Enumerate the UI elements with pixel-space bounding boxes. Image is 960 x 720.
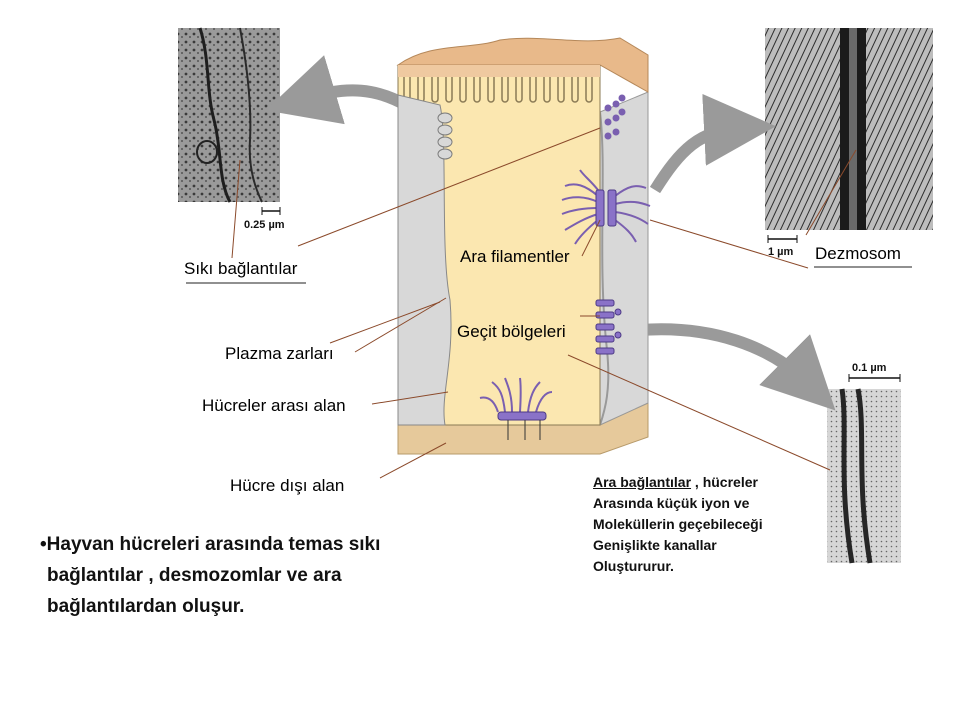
gap-note-line3: Moleküllerin geçebileceği <box>593 516 763 532</box>
tight-scale-label: 0.25 µm <box>244 219 285 231</box>
gap-scale-label: 0.1 µm <box>852 362 887 374</box>
gap-note-line1: , hücreler <box>691 474 758 490</box>
desmosome-structure <box>561 169 651 245</box>
label-intercellular-space: Hücreler arası alan <box>202 396 346 415</box>
summary-line2: bağlantılar , desmozomlar ve ara <box>47 565 342 586</box>
gap-note-term: Ara bağlantılar <box>593 474 692 490</box>
gap-arrow <box>639 323 836 411</box>
label-tight-junctions: Sıkı bağlantılar <box>184 259 298 278</box>
gap-note-line5: Oluştururur. <box>593 558 674 574</box>
tight-scale-bar <box>261 207 281 215</box>
gap-junction-note: Ara bağlantılar , hücreler Arasında küçü… <box>593 472 763 577</box>
summary-bullet: •Hayvan hücreleri arasında temas sıkı ba… <box>40 529 380 622</box>
desmosome-scale-bar <box>767 235 798 243</box>
tight-junction-proteins <box>604 94 626 140</box>
hemidesmosome <box>479 377 553 440</box>
gap-note-line2: Arasında küçük iyon ve <box>593 495 750 511</box>
label-gap-regions: Geçit bölgeleri <box>457 322 566 341</box>
summary-line3: bağlantılardan oluşur. <box>47 596 245 617</box>
gap-junction-micrograph <box>827 388 901 564</box>
microvilli <box>403 77 593 103</box>
tight-junction-micrograph <box>178 27 280 203</box>
label-intermediate-filaments: Ara filamentler <box>460 247 570 266</box>
gap-scale-bar <box>848 374 901 382</box>
desmosome-arrow <box>649 93 776 194</box>
tight-junction-beads <box>437 112 453 160</box>
label-extracellular-space: Hücre dışı alan <box>230 476 345 495</box>
neighbor-cell <box>599 91 649 426</box>
desmosome-micrograph <box>765 28 933 230</box>
label-desmosome: Dezmosom <box>815 244 901 263</box>
gap-note-line4: Genişlikte kanallar <box>593 537 717 553</box>
gap-junction-channels <box>595 299 622 355</box>
summary-line1: •Hayvan hücreleri arasında temas sıkı <box>40 534 381 555</box>
cell-block <box>396 37 651 455</box>
label-plasma-membranes: Plazma zarları <box>225 344 334 363</box>
leader-lines <box>231 127 857 479</box>
desmosome-scale-label: 1 µm <box>768 246 794 258</box>
